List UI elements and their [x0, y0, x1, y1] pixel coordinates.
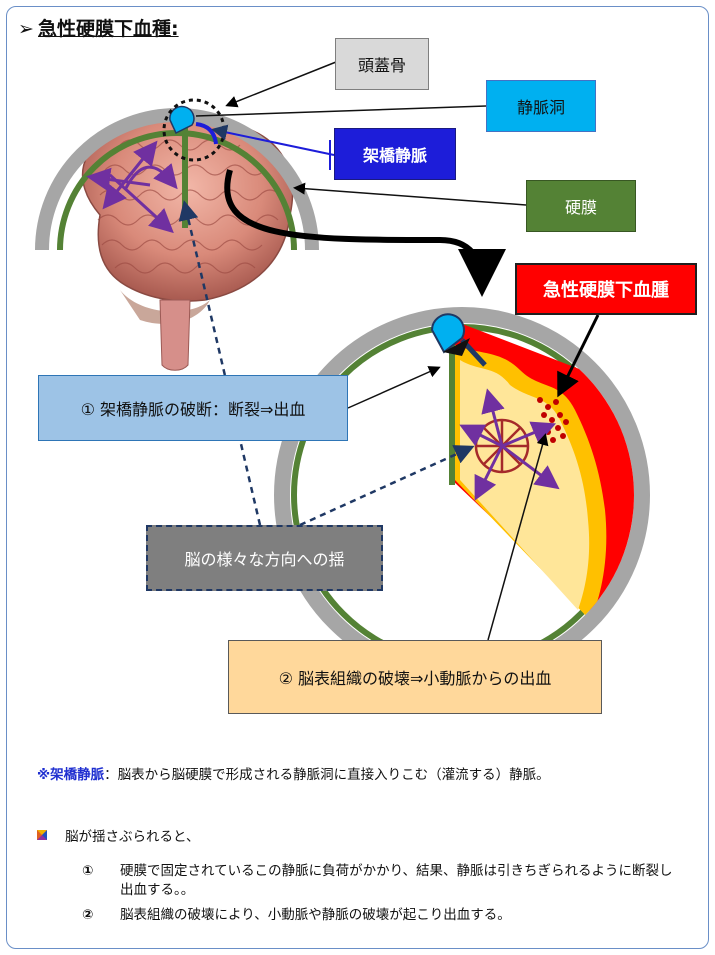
sinus-top	[169, 105, 195, 135]
list-item-text: 硬膜で固定されているこの静脈に負荷がかかり、結果、静脈は引きちぎられるように断裂…	[120, 863, 673, 898]
label-bridging-vein: 架橋静脈	[334, 128, 456, 180]
page-title: ➢急性硬膜下血種:	[18, 14, 179, 41]
list-lead: 脳が揺さぶられると、	[37, 825, 199, 845]
list-lead-text: 脳が揺さぶられると、	[65, 829, 200, 845]
list-item: ② 脳表組織の破壊により、小動脈や静脈の破壊が起こり出血する。	[82, 906, 680, 925]
label-venous-sinus: 静脈洞	[486, 80, 596, 132]
list-item: ① 硬膜で固定されているこの静脈に負荷がかかり、結果、静脈は引きちぎられるように…	[82, 862, 680, 900]
label-skull: 頭蓋骨	[335, 38, 429, 90]
definition-note: ※架橋静脈：脳表から脳硬膜で形成される静脈洞に直接入りこむ（灌流する）静脈。	[37, 763, 550, 783]
label-acute-subdural-hematoma: 急性硬膜下血腫	[515, 263, 697, 315]
bridging-vein-top	[195, 122, 218, 145]
list-item-number: ②	[82, 907, 94, 923]
title-text: 急性硬膜下血種:	[38, 18, 179, 40]
list-item-number: ①	[82, 863, 94, 879]
list-item-text: 脳表組織の破壊により、小動脈や静脈の破壊が起こり出血する。	[120, 907, 511, 923]
label-cause-one: ① 架橋静脈の破断：断裂⇒出血	[38, 375, 348, 441]
label-cause-two: ② 脳表組織の破壊⇒小動脈からの出血	[228, 640, 602, 714]
diamond-bullet-icon	[37, 830, 47, 840]
page-frame	[6, 6, 709, 949]
magnified-view	[274, 307, 650, 683]
label-brain-shake: 脳の様々な方向への揺	[146, 525, 383, 591]
note-text: ：脳表から脳硬膜で形成される静脈洞に直接入りこむ（灌流する）静脈。	[104, 767, 550, 783]
note-term: ※架橋静脈	[37, 767, 105, 783]
label-dura: 硬膜	[526, 180, 636, 232]
arrowhead-bullet-icon: ➢	[18, 18, 34, 40]
